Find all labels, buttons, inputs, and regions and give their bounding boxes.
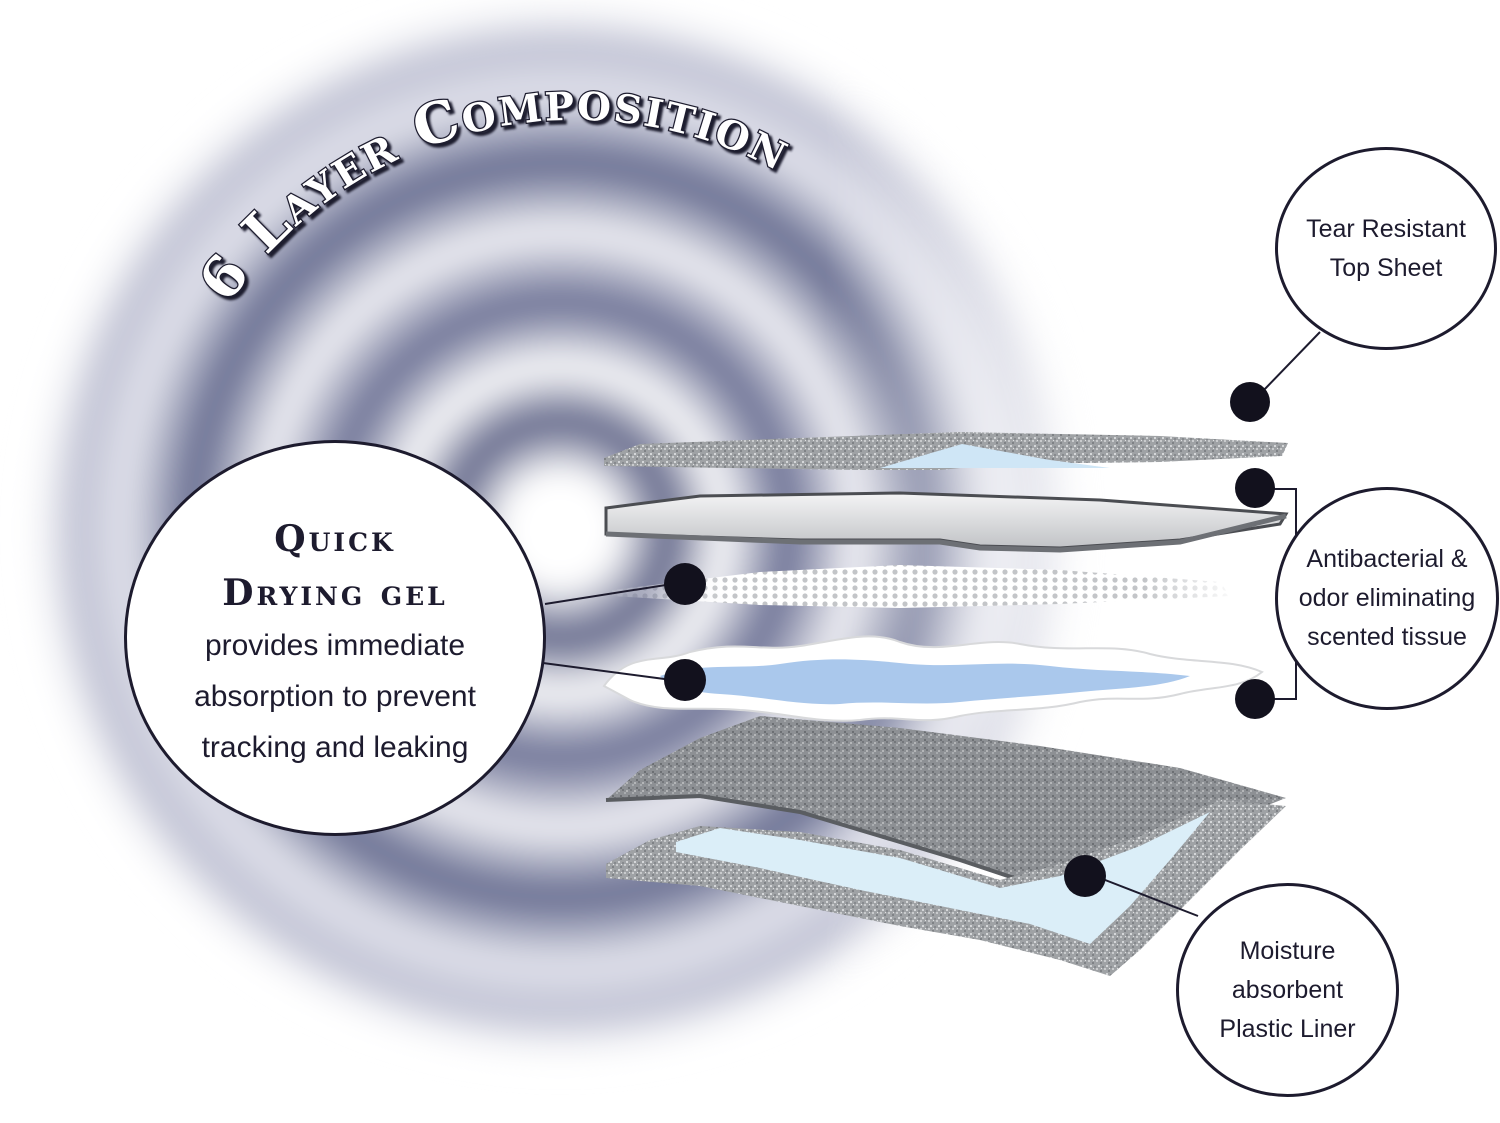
callout-gel-heading-2: Drying gel — [222, 571, 448, 614]
marker-dot-gel-dots — [664, 563, 706, 605]
callout-moisture-liner: Moisture absorbent Plastic Liner — [1176, 883, 1399, 1097]
callout-gel-body-2: absorption to prevent — [194, 679, 476, 713]
layer-plastic-liner — [606, 800, 1286, 976]
marker-dot-top-sheet — [1230, 382, 1270, 422]
callout-moist-line-3: Plastic Liner — [1219, 1014, 1356, 1043]
marker-dot-tissue-lower — [1235, 679, 1275, 719]
callout-gel-heading-1: Quick — [274, 517, 396, 560]
callout-antibacterial: Antibacterial & odor eliminating scented… — [1275, 487, 1499, 710]
layer-dotted-gel — [612, 565, 1230, 608]
layer-quick-drying-gel — [602, 635, 1264, 722]
callout-tear-resistant: Tear Resistant Top Sheet — [1275, 147, 1497, 350]
leader-top-sheet — [1261, 331, 1321, 393]
callout-tear-line-1: Tear Resistant — [1306, 214, 1466, 243]
callout-gel-body-3: tracking and leaking — [201, 730, 469, 764]
leader-gel-blue — [542, 662, 673, 681]
callout-anti-line-3: scented tissue — [1307, 623, 1467, 651]
callout-tear-line-2: Top Sheet — [1329, 253, 1443, 282]
marker-dot-gel-blue — [664, 659, 706, 701]
leader-moisture — [1099, 877, 1199, 917]
callout-moist-line-2: absorbent — [1231, 975, 1344, 1004]
callout-anti-line-1: Antibacterial & — [1306, 545, 1468, 573]
leader-gel-dots — [544, 583, 673, 605]
marker-dots — [664, 382, 1275, 897]
layer-top-sheet — [604, 432, 1288, 470]
callout-quick-drying-gel: Quick Drying gel provides immediate abso… — [124, 440, 546, 836]
marker-dot-tissue-upper — [1235, 468, 1275, 508]
callout-gel-body-1: provides immediate — [204, 628, 466, 662]
callout-moist-line-1: Moisture — [1239, 936, 1336, 965]
callout-anti-line-2: odor eliminating — [1298, 584, 1476, 612]
layer-tissue — [604, 491, 1289, 553]
marker-dot-liner — [1064, 855, 1106, 897]
